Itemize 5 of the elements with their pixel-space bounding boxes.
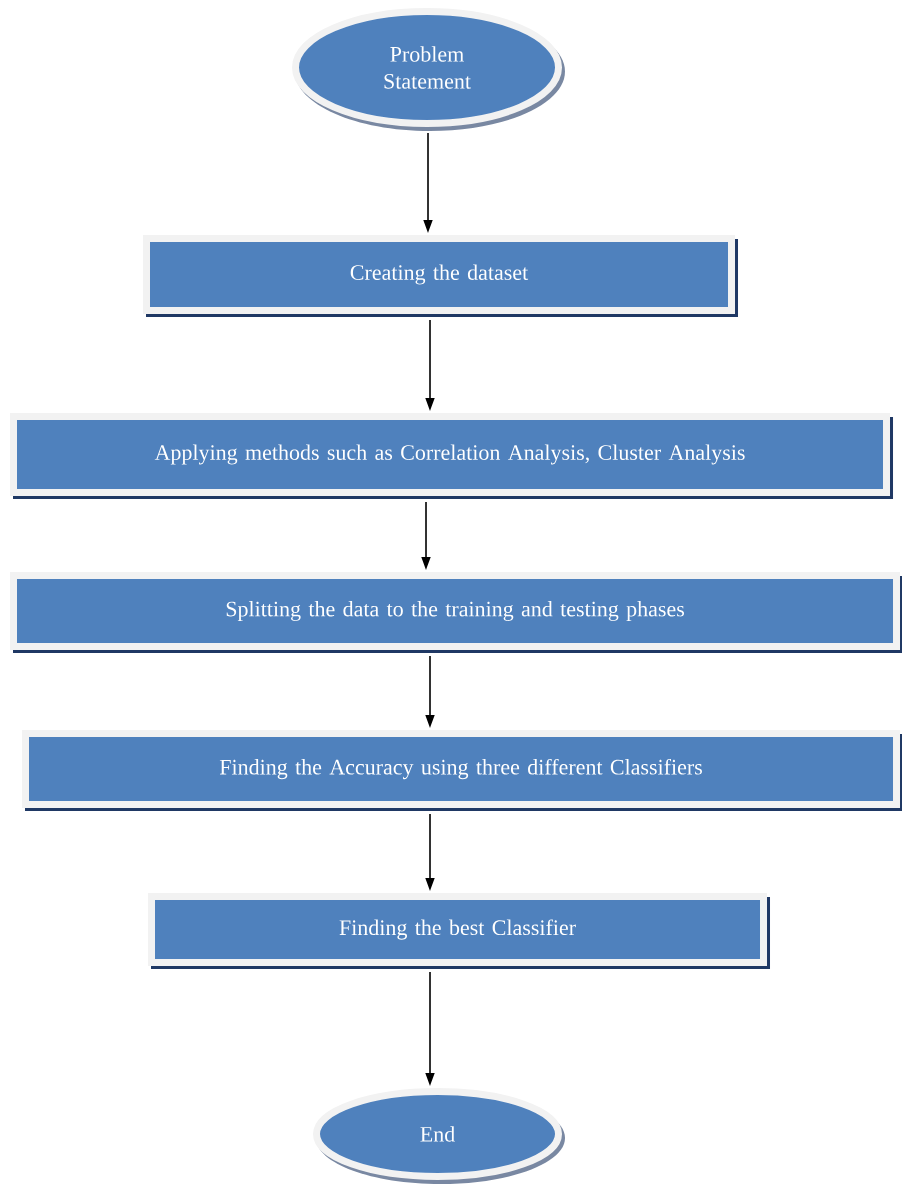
- process-box: Finding the best Classifier: [148, 893, 770, 969]
- process-box: Splitting the data to the training and testing phases: [10, 572, 902, 653]
- process-box: Applying methods such as Correlation Analysis, Cluster Analysis: [10, 413, 893, 499]
- process-box: Creating the dataset: [143, 235, 738, 317]
- process-box: Finding the Accuracy using three different Classifiers: [22, 730, 902, 811]
